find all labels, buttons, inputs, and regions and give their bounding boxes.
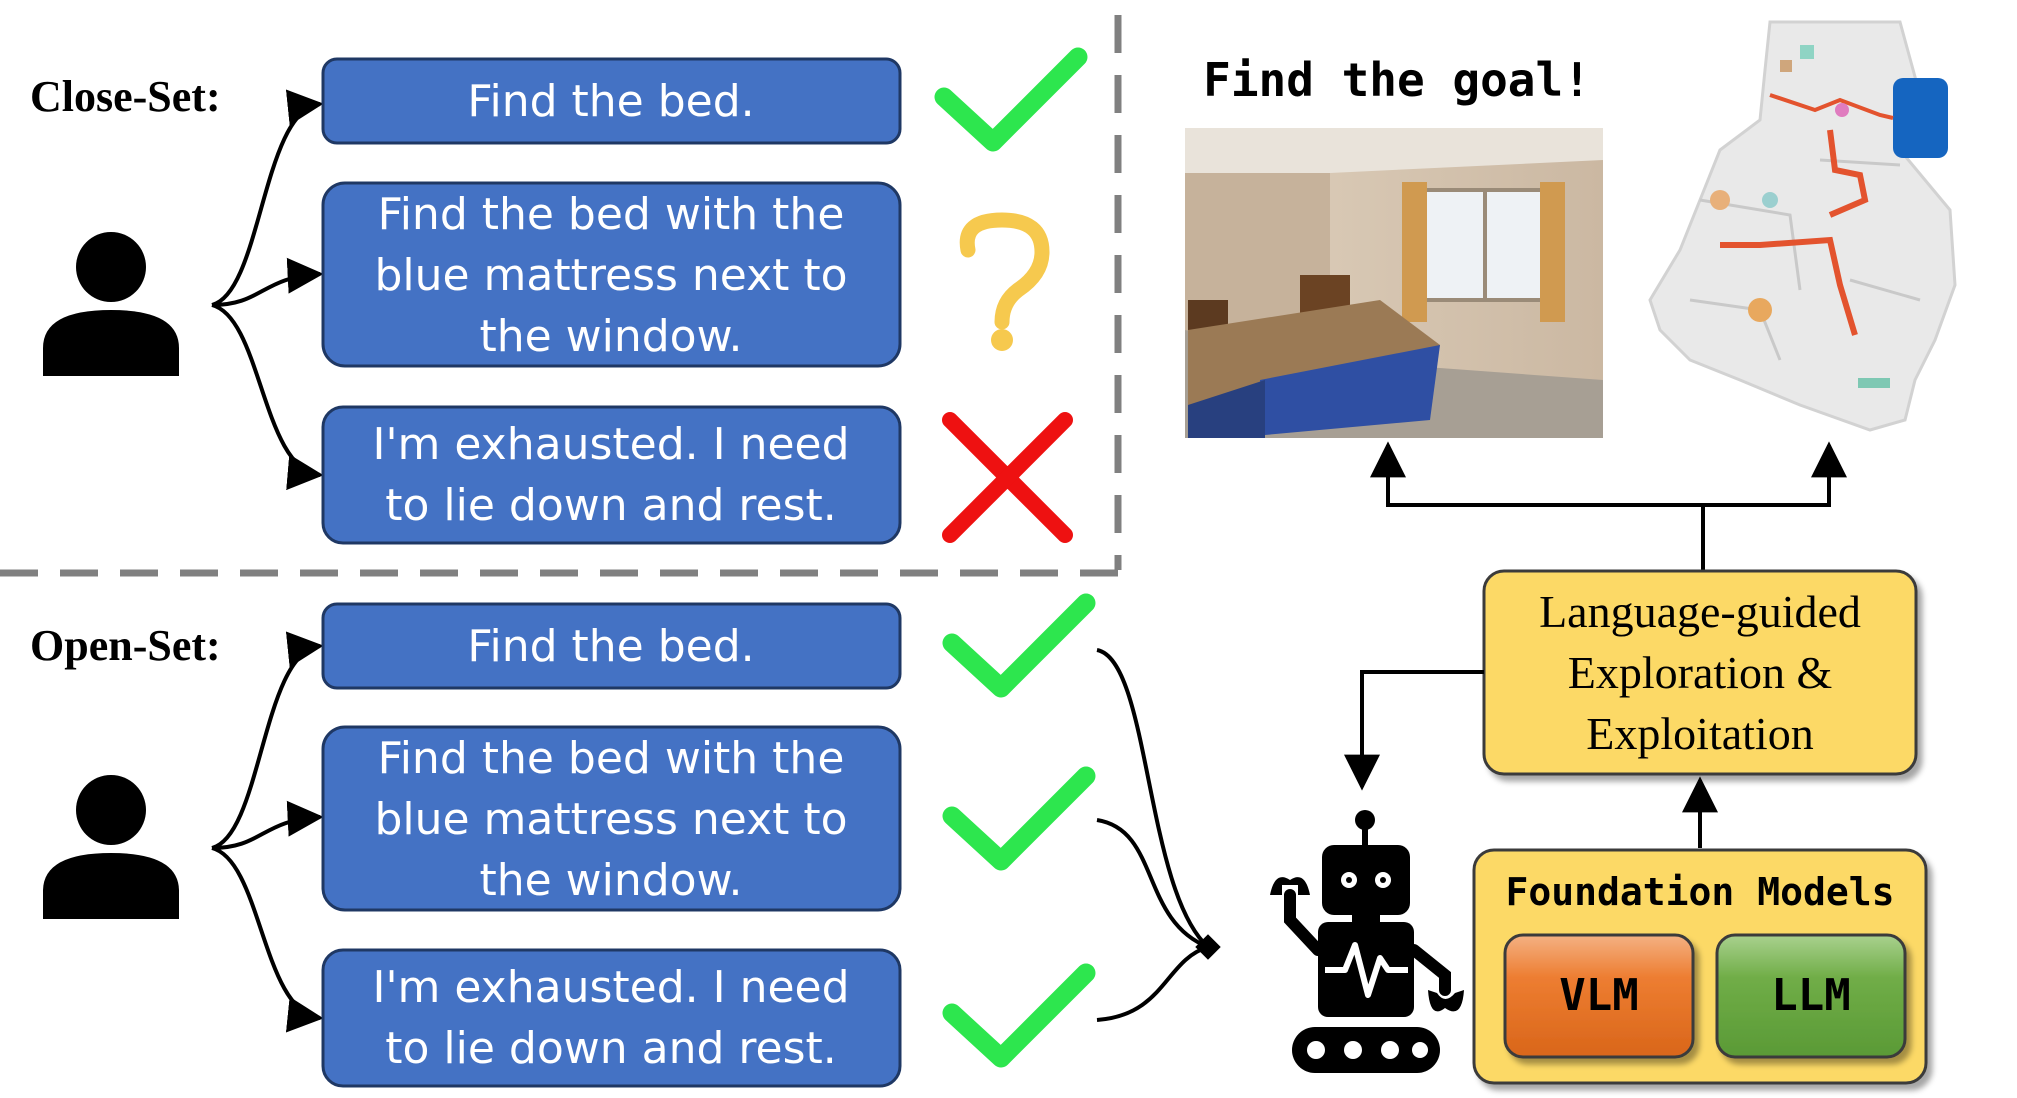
- instruction-text: to lie down and rest.: [385, 480, 837, 531]
- instruction-box: Find the bed with the blue mattress next…: [321, 181, 902, 368]
- foundation-models-title: Foundation Models: [1506, 870, 1895, 914]
- vlm-label: VLM: [1559, 970, 1638, 1021]
- llm-box: LLM: [1715, 933, 1907, 1059]
- instruction-text: I'm exhausted. I need: [372, 419, 849, 470]
- instruction-text: the window.: [479, 855, 742, 906]
- exploration-output-arrows: [1370, 441, 1847, 570]
- exploration-text: Exploitation: [1586, 708, 1813, 759]
- instruction-text: Find the bed.: [467, 621, 754, 672]
- robot-icon: [1270, 810, 1464, 1073]
- check-icon: [942, 766, 1096, 871]
- exploration-to-robot-arrow: [1344, 670, 1484, 791]
- instruction-box: I'm exhausted. I need to lie down and re…: [321, 948, 902, 1088]
- user-icon: [43, 232, 179, 376]
- bedroom-photo: [1185, 128, 1603, 438]
- question-icon: [959, 212, 1050, 351]
- open-set-section: Open-Set: Find the bed. Find the bed wit…: [30, 593, 1221, 1088]
- instruction-text: to lie down and rest.: [385, 1023, 837, 1074]
- instruction-box: Find the bed.: [321, 57, 902, 145]
- instruction-text: Find the bed with the: [378, 733, 845, 784]
- exploration-text: Language-guided: [1539, 586, 1861, 637]
- instruction-text: blue mattress next to: [374, 794, 847, 845]
- check-icon: [934, 47, 1088, 152]
- user-icon: [43, 775, 179, 919]
- user-to-instruction-arrows: [211, 631, 324, 1033]
- check-icon: [942, 593, 1096, 698]
- instruction-text: I'm exhausted. I need: [372, 962, 849, 1013]
- exploration-text: Exploration &: [1568, 647, 1832, 698]
- instruction-to-robot-connectors: [1096, 648, 1221, 1022]
- instruction-text: the window.: [479, 311, 742, 362]
- instruction-text: Find the bed with the: [378, 189, 845, 240]
- vlm-box: VLM: [1503, 933, 1695, 1059]
- goal-title: Find the goal!: [1203, 53, 1591, 107]
- semantic-map: [1648, 20, 1957, 432]
- instruction-box: Find the bed with the blue mattress next…: [321, 725, 902, 912]
- instruction-box: Find the bed.: [321, 602, 902, 690]
- close-set-section: Close-Set: Find the bed. Find the bed wi…: [30, 47, 1088, 545]
- instruction-text: Find the bed.: [467, 76, 754, 127]
- exploration-box: Language-guided Exploration & Exploitati…: [1482, 569, 1918, 776]
- check-icon: [942, 963, 1096, 1068]
- instruction-box: I'm exhausted. I need to lie down and re…: [321, 405, 902, 545]
- close-set-label: Close-Set:: [30, 72, 221, 121]
- foundation-models-box: Foundation Models VLM LLM: [1472, 848, 1928, 1085]
- open-set-label: Open-Set:: [30, 621, 221, 670]
- instruction-text: blue mattress next to: [374, 250, 847, 301]
- user-to-instruction-arrows: [211, 89, 324, 491]
- llm-label: LLM: [1771, 970, 1850, 1021]
- cross-icon: [942, 412, 1073, 543]
